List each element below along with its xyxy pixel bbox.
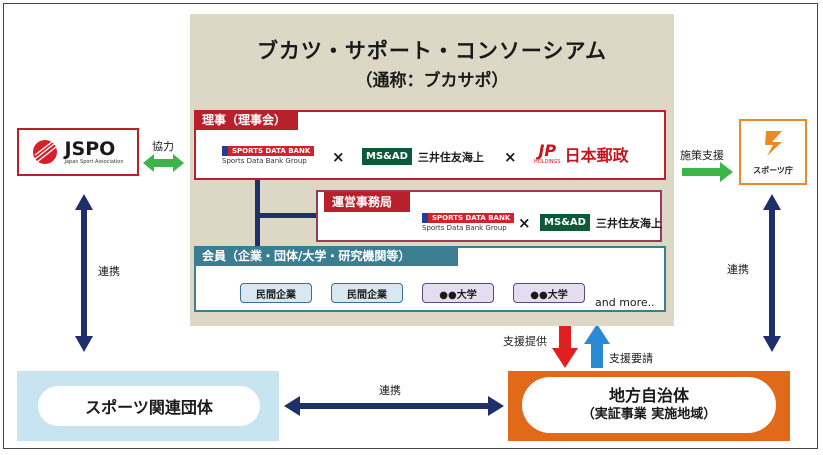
board-label: 理事（理事会）	[194, 110, 298, 130]
member-item: ●●大学	[513, 283, 585, 303]
local-gov-sub: （実証事業 実施地域）	[581, 407, 717, 422]
jspo-org-link-arrow	[75, 194, 93, 352]
cooperation-arrow	[143, 154, 184, 172]
consortium-title: ブカツ・サポート・コンソーシアム	[256, 39, 608, 63]
msad-name: 三井住友海上	[595, 216, 662, 230]
sdb-group-text: Sports Data Bank Group	[422, 224, 507, 232]
support-provide-label: 支援提供	[503, 335, 547, 348]
sdb-logo-bar: SPORTS DATA BANK	[422, 213, 515, 223]
sports-agency-logo-icon	[765, 131, 782, 156]
japan-post-logo: JP HOLDINGS 日本郵政	[534, 142, 629, 166]
cooperation-label: 協力	[152, 140, 174, 153]
diagram-frame	[3, 3, 818, 449]
jspo-sun-icon	[33, 140, 58, 164]
local-gov-name: 地方自治体	[608, 386, 689, 405]
jspo-sub: Japan Sport Association	[64, 158, 124, 165]
msad-logo-mark: MS&AD	[362, 148, 412, 165]
sports-agency-box: スポーツ庁	[739, 119, 807, 185]
msad-logo-mark: MS&AD	[540, 214, 590, 231]
members-label: 会員（企業・団体/大学・研究機関等）	[194, 246, 458, 266]
msad-logo: MS&AD 三井住友海上	[540, 214, 662, 231]
sports-agency-name: スポーツ庁	[753, 166, 793, 175]
secretariat-connector	[255, 213, 317, 218]
jp-holdings-text: HOLDINGS	[534, 159, 561, 165]
agency-local-link-arrow	[763, 194, 781, 352]
sdb-logo-bar: SPORTS DATA BANK	[222, 146, 315, 156]
jp-mark-group: JP HOLDINGS	[534, 141, 561, 166]
secretariat-label: 運営事務局	[324, 192, 410, 212]
japan-post-name: 日本郵政	[564, 146, 629, 165]
renkei-bottom-label: 連携	[379, 384, 401, 397]
times-mark: ×	[504, 148, 517, 166]
member-item: 民間企業	[240, 283, 312, 303]
sdb-group-text: Sports Data Bank Group	[222, 157, 307, 165]
local-gov-label: 地方自治体 （実証事業 実施地域）	[522, 377, 776, 433]
support-request-arrow	[584, 324, 610, 368]
jspo-text-group: JSPO Japan Sport Association	[64, 139, 123, 166]
renkei-right-label: 連携	[727, 263, 749, 276]
times-mark: ×	[332, 148, 345, 166]
consortium-subtitle: （通称：ブカサポ）	[355, 71, 509, 91]
msad-logo: MS&AD 三井住友海上	[362, 148, 484, 165]
policy-support-label: 施策支援	[680, 149, 724, 162]
jp-mark-icon: JP	[538, 141, 557, 160]
msad-name: 三井住友海上	[417, 150, 484, 164]
members-more: and more..	[595, 296, 655, 309]
sdb-logo: SPORTS DATA BANK Sports Data Bank Group	[222, 146, 315, 165]
sdb-logo: SPORTS DATA BANK Sports Data Bank Group	[422, 213, 515, 232]
policy-support-arrow	[682, 162, 733, 182]
jspo-name: JSPO	[64, 137, 116, 160]
member-item: ●●大学	[422, 283, 494, 303]
org-local-link-arrow	[284, 396, 504, 416]
jspo-box: JSPO Japan Sport Association	[17, 128, 139, 176]
renkei-left-label: 連携	[98, 265, 120, 278]
member-item: 民間企業	[331, 283, 403, 303]
times-mark: ×	[518, 214, 531, 232]
sports-org-name: スポーツ関連団体	[38, 386, 260, 426]
support-request-label: 支援要請	[609, 352, 653, 365]
support-provide-arrow	[552, 324, 578, 368]
